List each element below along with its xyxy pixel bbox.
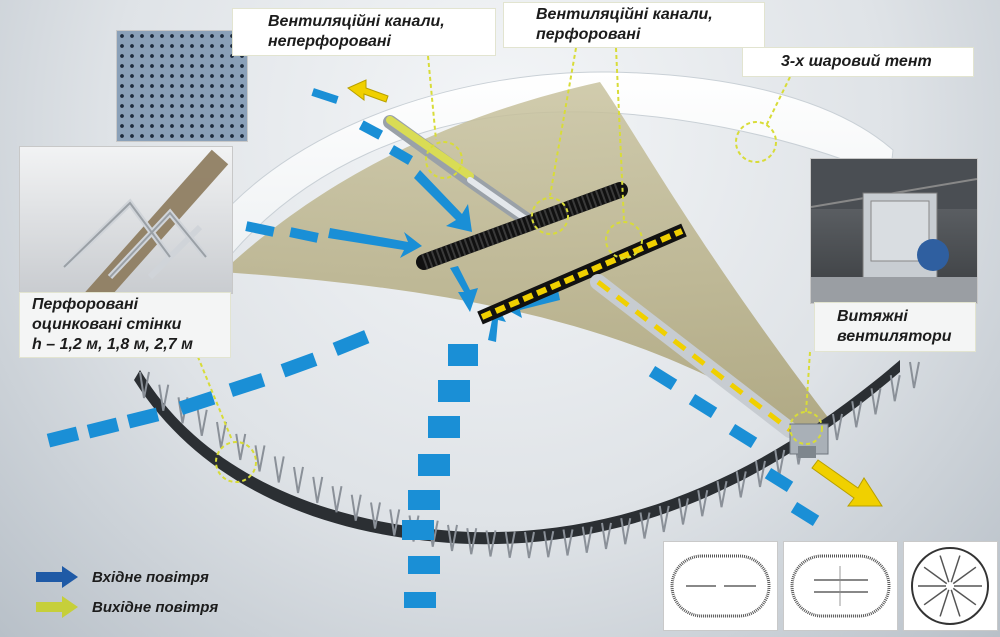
wall-support-spike [543, 531, 555, 558]
wall-support-spike [755, 460, 766, 488]
wall-support-spike [504, 531, 516, 558]
round-radial-ducts-plan [903, 541, 998, 631]
inlet-air-streams [46, 88, 820, 608]
wall-support-spike [851, 401, 863, 428]
wall-support-spike [832, 413, 843, 441]
callout-line: h – 1,2 м, 1,8 м, 2,7 м [32, 336, 193, 353]
legend-label: Вхідне повітря [92, 568, 209, 586]
wall-support-spike [273, 456, 285, 483]
callout-vent-nonperforated: Вентиляційні канали, неперфоровані [232, 8, 496, 56]
wall-support-spike [485, 530, 497, 557]
wall-support-spike [562, 529, 574, 556]
callout-line: Перфоровані [32, 296, 139, 313]
galvanized-wall-photo [19, 146, 233, 294]
perforated-sheet-photo [116, 30, 248, 142]
radial-duct-line [952, 566, 977, 585]
wall-support-spike [216, 421, 227, 449]
radial-duct-line [939, 589, 950, 617]
wall-support-spike [639, 512, 651, 539]
wall-support-spike [447, 524, 458, 552]
wall-support-spike [889, 375, 901, 402]
radial-duct-line [939, 555, 950, 583]
wall-support-spike [254, 445, 266, 472]
wall-support-spike [909, 361, 920, 389]
wall-support-spike [697, 490, 709, 517]
callout-line: Вентиляційні канали, [268, 13, 445, 30]
wall-support-spike [581, 526, 593, 553]
callout-tent: 3-х шаровий тент [742, 47, 974, 77]
wall-support-spike [658, 505, 670, 533]
yellow-arrow-icon [36, 596, 78, 618]
radial-duct-line [952, 587, 977, 606]
callout-vent-perforated: Вентиляційні канали, перфоровані [503, 2, 765, 48]
callout-line: оцинковані стінки [32, 316, 182, 333]
oval-duct-plan [663, 541, 778, 631]
perforated-duct-yellow [477, 223, 798, 438]
wall-support-spike [370, 502, 381, 529]
wall-support-spike [293, 466, 304, 494]
legend-item-outlet: Вихідне повітря [36, 592, 218, 622]
wall-support-spike [312, 476, 324, 504]
callout-line: перфоровані [536, 26, 641, 43]
callout-exhaust-fans: Витяжні вентилятори [814, 302, 976, 352]
legend-item-inlet: Вхідне повітря [36, 562, 218, 592]
callout-line: вентилятори [837, 328, 952, 345]
callout-line: 3-х шаровий тент [781, 53, 932, 70]
blue-arrow-icon [36, 566, 78, 588]
radial-duct-line [923, 587, 948, 606]
wall-support-spike [389, 509, 401, 536]
exhaust-fans-photo [810, 158, 978, 304]
callout-line: Вентиляційні канали, [536, 6, 713, 23]
wall-support-spike [196, 409, 208, 436]
wall-support-spike [620, 518, 632, 545]
wall-support-spike [735, 471, 747, 498]
radial-duct-line [950, 589, 961, 617]
legend-label: Вихідне повітря [92, 598, 219, 616]
outlet-air-arrows [347, 79, 883, 507]
wall-support-spike [139, 371, 150, 399]
perforated-duct-black [416, 182, 628, 270]
wall-support-spike [678, 498, 689, 525]
callout-line: Витяжні [837, 308, 908, 325]
wall-support-spike [158, 384, 170, 411]
wall-support-spike [350, 494, 362, 521]
radial-duct-line [923, 566, 948, 585]
wall-support-spike [716, 480, 728, 508]
non-perforated-duct [383, 115, 537, 229]
wall-support-spike [331, 485, 343, 513]
callout-line: неперфоровані [268, 33, 391, 50]
wall-support-spike [466, 528, 478, 555]
wall-support-spike [524, 531, 535, 559]
legend: Вхідне повітря Вихідне повітря [36, 562, 218, 622]
wall-support-spike [601, 522, 612, 550]
radial-duct-line [950, 555, 961, 583]
callout-perforated-walls: Перфоровані оцинковані стінки h – 1,2 м,… [19, 292, 231, 358]
wall-support-spike [235, 433, 247, 461]
wall-support-spike [870, 388, 882, 415]
oval-two-ducts-plan [783, 541, 898, 631]
